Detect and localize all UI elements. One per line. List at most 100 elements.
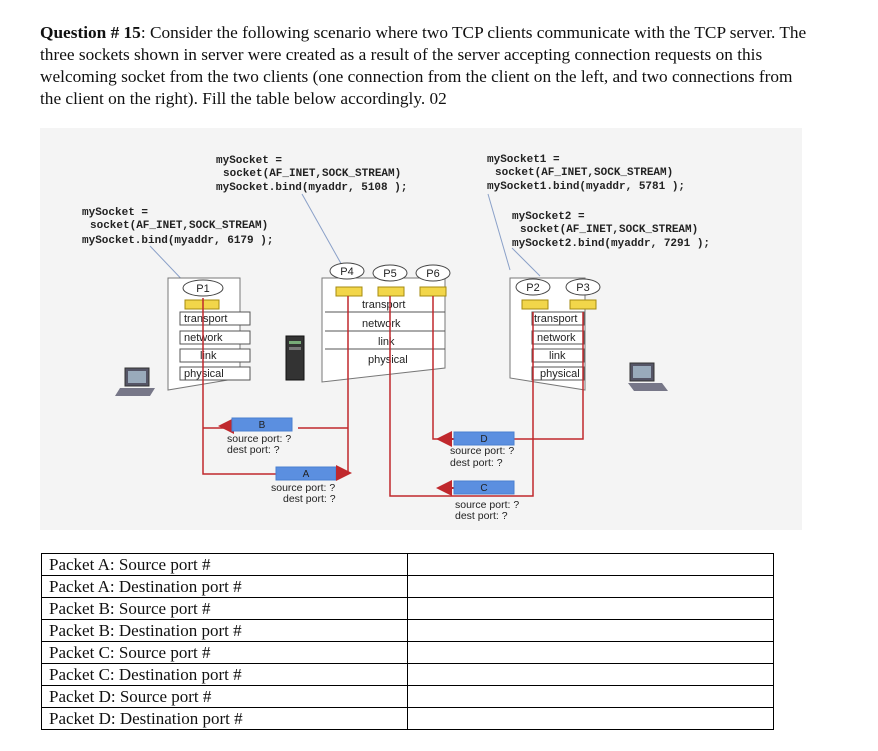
server-network-label: network: [362, 318, 401, 330]
packet-d-dst: dest port: ?: [450, 457, 503, 469]
left-code-line1: mySocket =: [82, 207, 148, 219]
right-client-code-2: mySocket2 = socket(AF_INET,SOCK_STREAM) …: [512, 211, 710, 250]
row-label: Packet A: Source port #: [41, 553, 408, 576]
answer-cell[interactable]: [407, 685, 774, 708]
packet-d-src: source port: ?: [450, 445, 514, 457]
server-link-label: link: [378, 336, 395, 348]
left-client-host: P1 transport network link physical: [167, 277, 251, 391]
left-layer-network: [179, 330, 251, 345]
path-c: [389, 296, 534, 497]
packet-c-box: [453, 480, 515, 495]
process-p2: [515, 278, 551, 296]
right2-code-line1: mySocket2 =: [512, 211, 585, 223]
server-code: mySocket = socket(AF_INET,SOCK_STREAM) m…: [216, 155, 407, 194]
server-code-connector: [301, 193, 349, 277]
packet-d-box: [453, 431, 515, 446]
right-socket-p3: [569, 299, 597, 310]
right-physical-label: physical: [540, 368, 580, 380]
packet-c-label: C: [480, 483, 487, 494]
answer-cell[interactable]: [407, 575, 774, 598]
packet-a-label: A: [303, 469, 310, 480]
server-code-line2: socket(AF_INET,SOCK_STREAM): [223, 168, 401, 180]
packet-b-box: [231, 417, 293, 432]
right-computer-icon: [628, 362, 668, 391]
packet-a-src: source port: ?: [271, 482, 335, 494]
packet-b-label: B: [259, 420, 266, 431]
process-p4-label: P4: [340, 266, 353, 278]
server-socket-p6: [419, 286, 447, 297]
process-p4: [329, 262, 365, 280]
right1-code-line2: socket(AF_INET,SOCK_STREAM): [495, 167, 673, 179]
row-label: Packet A: Destination port #: [41, 575, 408, 598]
server-transport-label: transport: [362, 299, 405, 311]
row-label: Packet C: Destination port #: [41, 663, 408, 686]
table-row: Packet C: Destination port #: [41, 663, 774, 686]
left-transport-label: transport: [184, 313, 227, 325]
right-network-label: network: [537, 332, 576, 344]
answer-cell[interactable]: [407, 663, 774, 686]
left-computer-icon: [115, 367, 155, 396]
packet-c-dst: dest port: ?: [455, 510, 508, 522]
table-row: Packet D: Source port #: [41, 685, 774, 708]
right1-code-line1: mySocket1 =: [487, 154, 560, 166]
answer-cell[interactable]: [407, 707, 774, 730]
right2-code-line2: socket(AF_INET,SOCK_STREAM): [520, 224, 698, 236]
right-layer-physical: [531, 366, 585, 381]
right1-code-connector: [487, 193, 511, 271]
answer-table-body: Packet A: Source port # Packet A: Destin…: [41, 553, 774, 730]
process-p3: [565, 278, 601, 296]
packet-b-dst: dest port: ?: [227, 444, 280, 456]
packet-b-src: source port: ?: [227, 433, 291, 445]
socket-diagram: mySocket = socket(AF_INET,SOCK_STREAM) m…: [40, 128, 802, 530]
packet-d-label: D: [480, 434, 487, 445]
answer-cell[interactable]: [407, 619, 774, 642]
process-p3-label: P3: [576, 282, 589, 294]
process-p1: [182, 279, 224, 297]
left-code-line2: socket(AF_INET,SOCK_STREAM): [90, 220, 268, 232]
row-label: Packet B: Destination port #: [41, 619, 408, 642]
server-code-line1: mySocket =: [216, 155, 282, 167]
right-layer-link: [531, 348, 585, 363]
packet-c: C source port: ? dest port: ?: [436, 480, 519, 522]
process-p5-label: P5: [383, 268, 396, 280]
question-text: Question # 15: Consider the following sc…: [40, 22, 810, 110]
question-label: Question # 15: [40, 23, 141, 42]
left-client-code: mySocket = socket(AF_INET,SOCK_STREAM) m…: [82, 207, 273, 247]
table-row: Packet B: Source port #: [41, 597, 774, 620]
right-client-code-1: mySocket1 = socket(AF_INET,SOCK_STREAM) …: [487, 154, 685, 193]
table-row: Packet A: Source port #: [41, 553, 774, 576]
table-row: Packet C: Source port #: [41, 641, 774, 664]
table-row: Packet D: Destination port #: [41, 707, 774, 730]
row-label: Packet B: Source port #: [41, 597, 408, 620]
right-client-host: P2 P3 transport network link physical: [509, 277, 601, 391]
right-layer-transport: [531, 311, 585, 326]
table-row: Packet A: Destination port #: [41, 575, 774, 598]
right-transport-label: transport: [534, 313, 577, 325]
answer-cell[interactable]: [407, 597, 774, 620]
left-code-line3: mySocket.bind(myaddr, 6179 );: [82, 235, 273, 247]
server-socket-p4: [335, 286, 363, 297]
server-socket-p5: [377, 286, 405, 297]
answer-table: Packet A: Source port # Packet A: Destin…: [41, 553, 774, 730]
left-layer-link: [179, 348, 251, 363]
packet-a-dst: dest port: ?: [283, 493, 336, 505]
left-layer-transport: [179, 311, 251, 326]
process-p5: [372, 264, 408, 282]
left-physical-label: physical: [184, 368, 224, 380]
question-body: : Consider the following scenario where …: [40, 23, 807, 108]
server-physical-label: physical: [368, 354, 408, 366]
answer-cell[interactable]: [407, 641, 774, 664]
process-p1-label: P1: [196, 283, 209, 295]
left-socket: [184, 299, 220, 310]
packet-c-src: source port: ?: [455, 499, 519, 511]
table-row: Packet B: Destination port #: [41, 619, 774, 642]
server-tower-icon: [285, 335, 305, 381]
answer-cell[interactable]: [407, 553, 774, 576]
right-layer-network: [531, 330, 585, 345]
packet-b: B source port: ? dest port: ?: [218, 417, 293, 456]
server-host: P4 P5 P6 transport network link physical: [321, 262, 451, 383]
process-p6: [415, 264, 451, 282]
left-link-label: link: [200, 350, 217, 362]
right-link-label: link: [549, 350, 566, 362]
packet-a: A source port: ? dest port: ?: [271, 465, 352, 505]
